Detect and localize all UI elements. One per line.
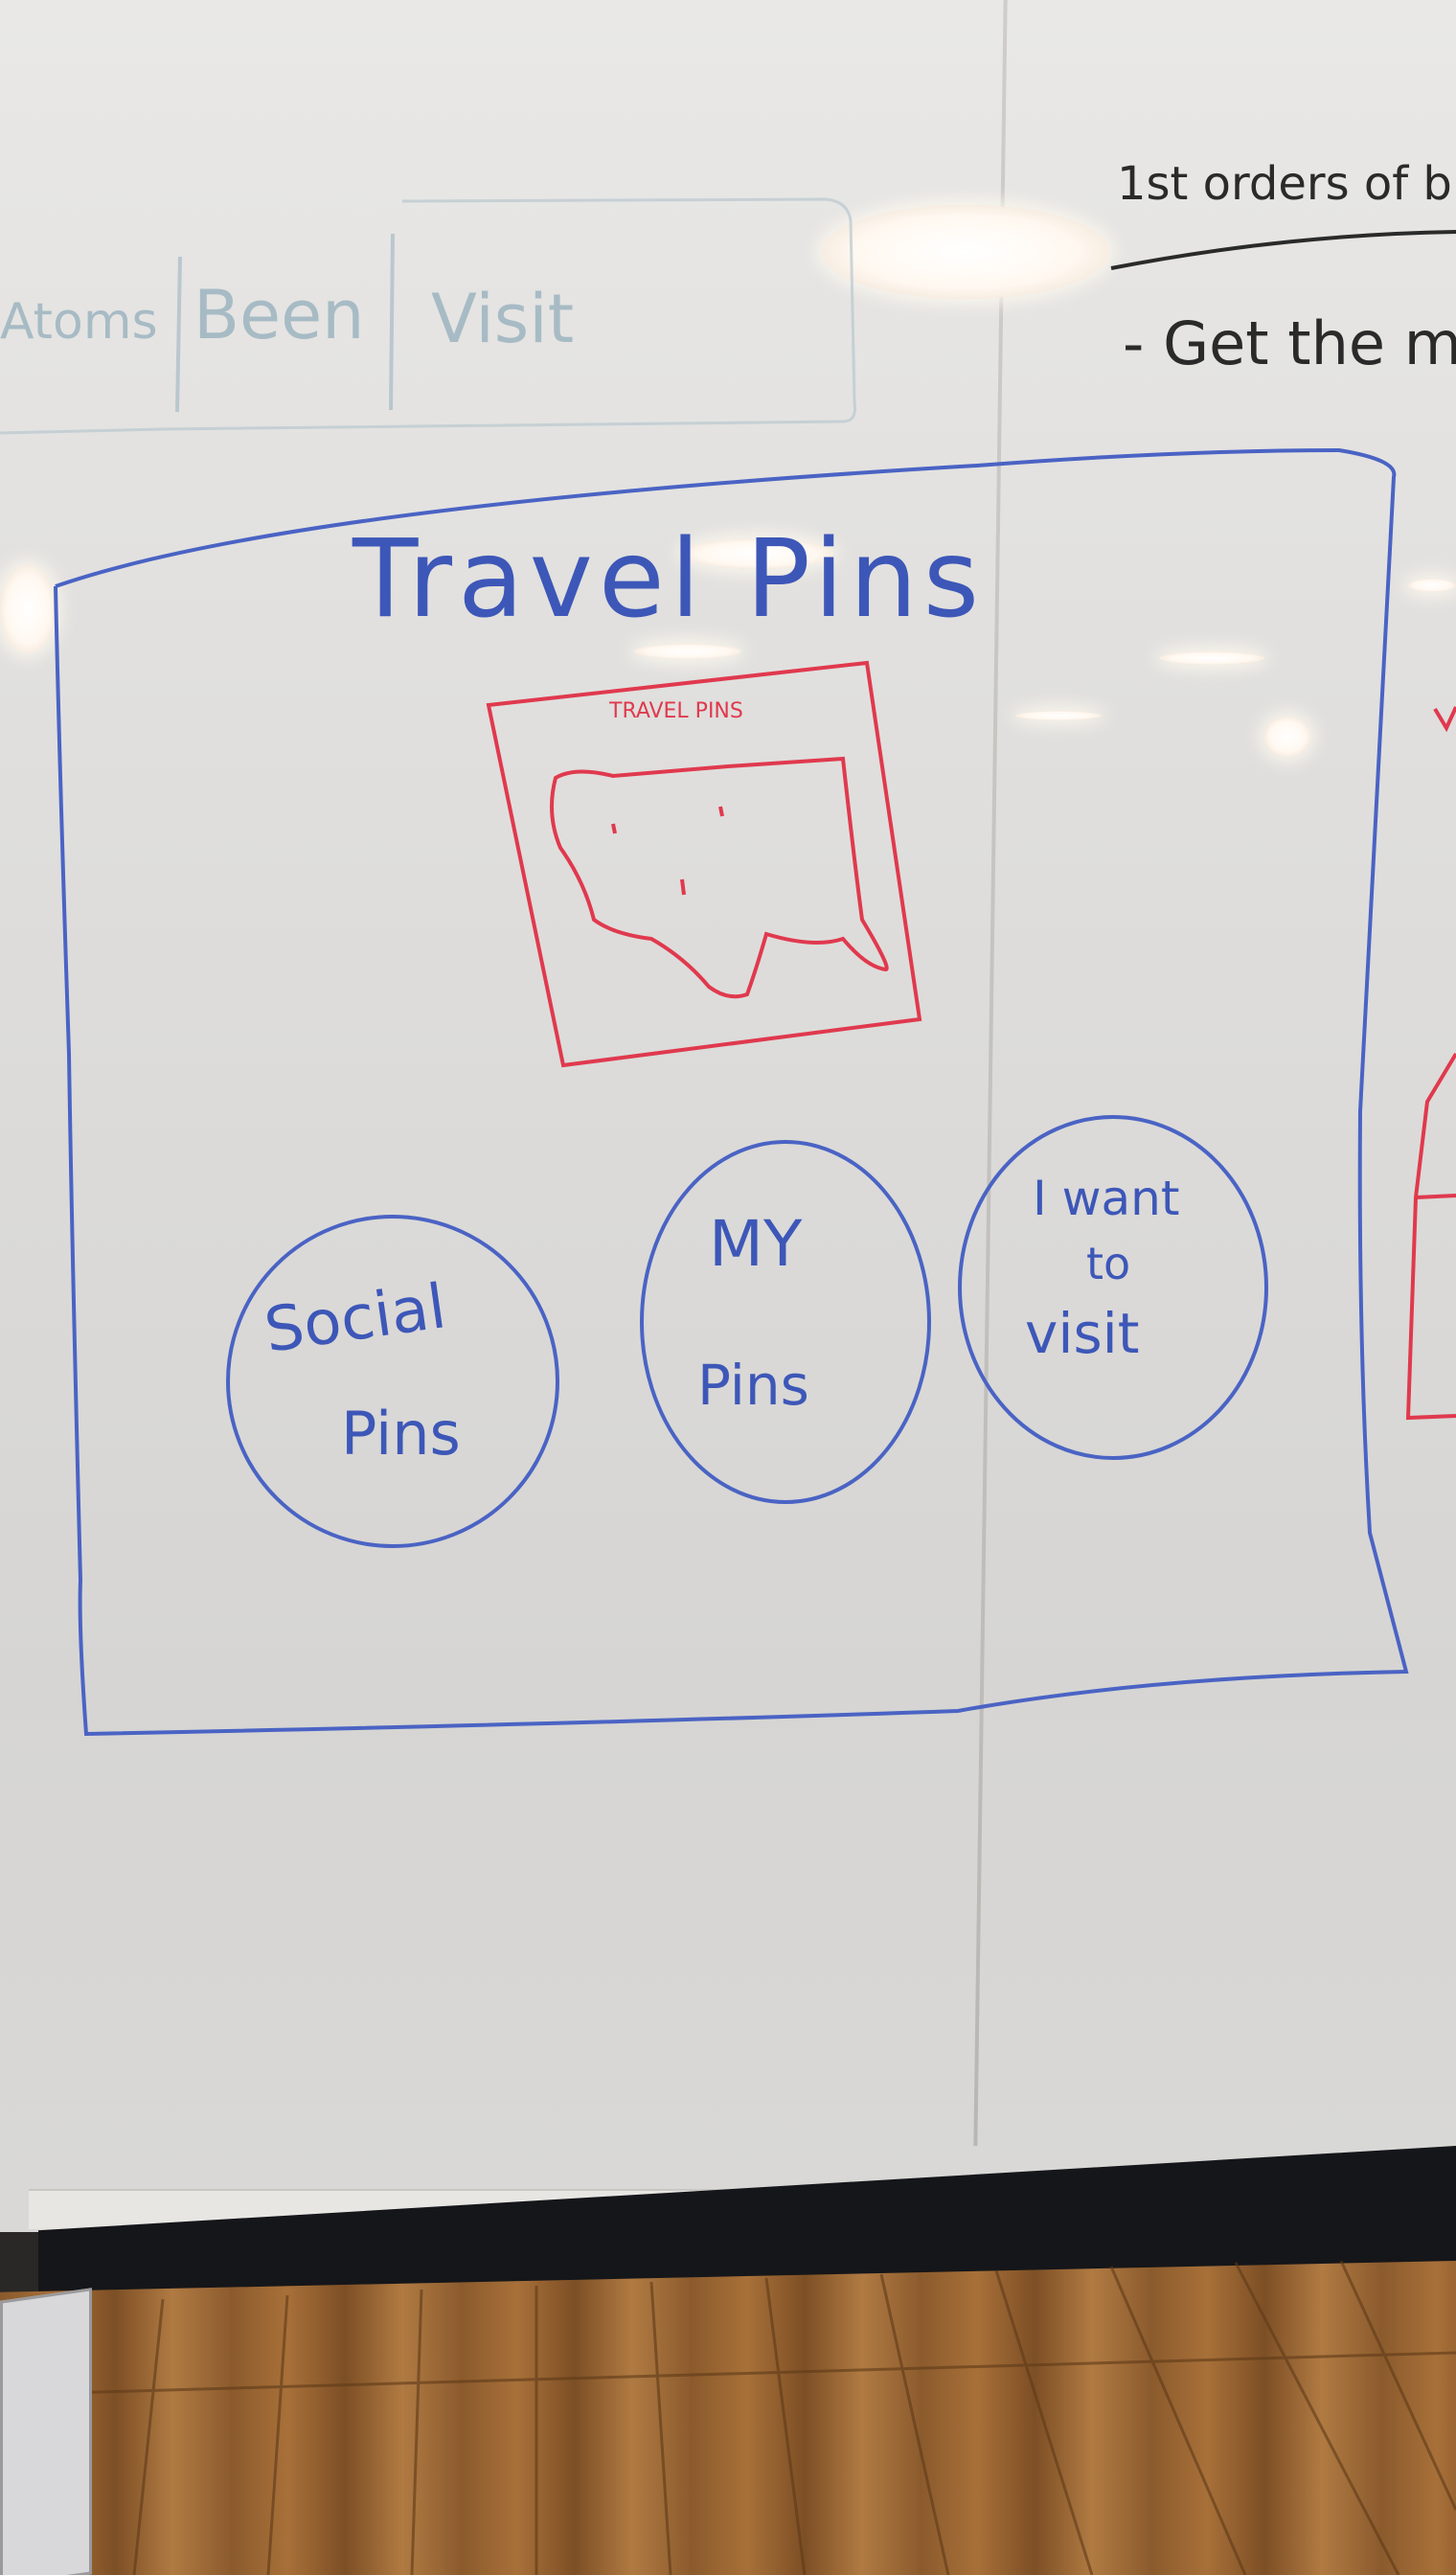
circle-social-pins [226, 1215, 559, 1548]
map-pin [611, 823, 617, 834]
whiteboard-surface [0, 0, 1456, 2232]
sketch-title: TRAVEL PINS [609, 699, 743, 723]
ghost-tab-visit: Visit [431, 280, 575, 358]
ceiling-light-reflection [1408, 579, 1456, 592]
map-pin [718, 806, 724, 817]
my-pins-line1: MY [709, 1207, 803, 1281]
floor-plank-lines [0, 2261, 1456, 2575]
map-sketch-frame [486, 660, 922, 1068]
ceiling-light-reflection [682, 538, 833, 569]
ceiling-light-reflection [1015, 711, 1102, 720]
page-title: Travel Pins [353, 517, 986, 642]
i-want-to-visit-line3: visit [1025, 1301, 1140, 1366]
note-get-the: - Get the m [1123, 308, 1456, 378]
ghost-tab-divider [389, 233, 395, 411]
note-first-orders: 1st orders of b [1117, 157, 1452, 211]
app-frame-outline [54, 447, 1409, 1737]
wood-floor [0, 2261, 1456, 2575]
map-pin [680, 878, 686, 896]
ceiling-light-reflection [1159, 651, 1264, 665]
i-want-to-visit-line1: I want [1033, 1171, 1180, 1226]
partial-red-sketch [1415, 1194, 1456, 1199]
note-underline [1110, 230, 1456, 270]
ceiling-light-reflection [0, 565, 56, 653]
ceiling-light-reflection [634, 644, 741, 659]
ceiling-light-reflection [822, 205, 1109, 299]
usa-map-outline [550, 756, 889, 999]
ghost-tab-outline [0, 197, 856, 435]
partial-red-sketch [1405, 1052, 1456, 1421]
ghost-tab-been: Been [193, 276, 365, 354]
i-want-to-visit-line2: to [1086, 1238, 1131, 1289]
my-pins-line2: Pins [697, 1353, 809, 1418]
ghost-tab-atoms: Atoms [0, 293, 158, 351]
circle-my-pins [640, 1140, 931, 1504]
easel-stand [0, 2288, 92, 2575]
ghost-tab-divider [175, 256, 182, 413]
ceiling-light-reflection [1264, 717, 1310, 757]
social-pins-line2: Pins [341, 1399, 461, 1469]
circle-i-want-to-visit [958, 1115, 1268, 1460]
partial-red-mark [1433, 706, 1456, 733]
